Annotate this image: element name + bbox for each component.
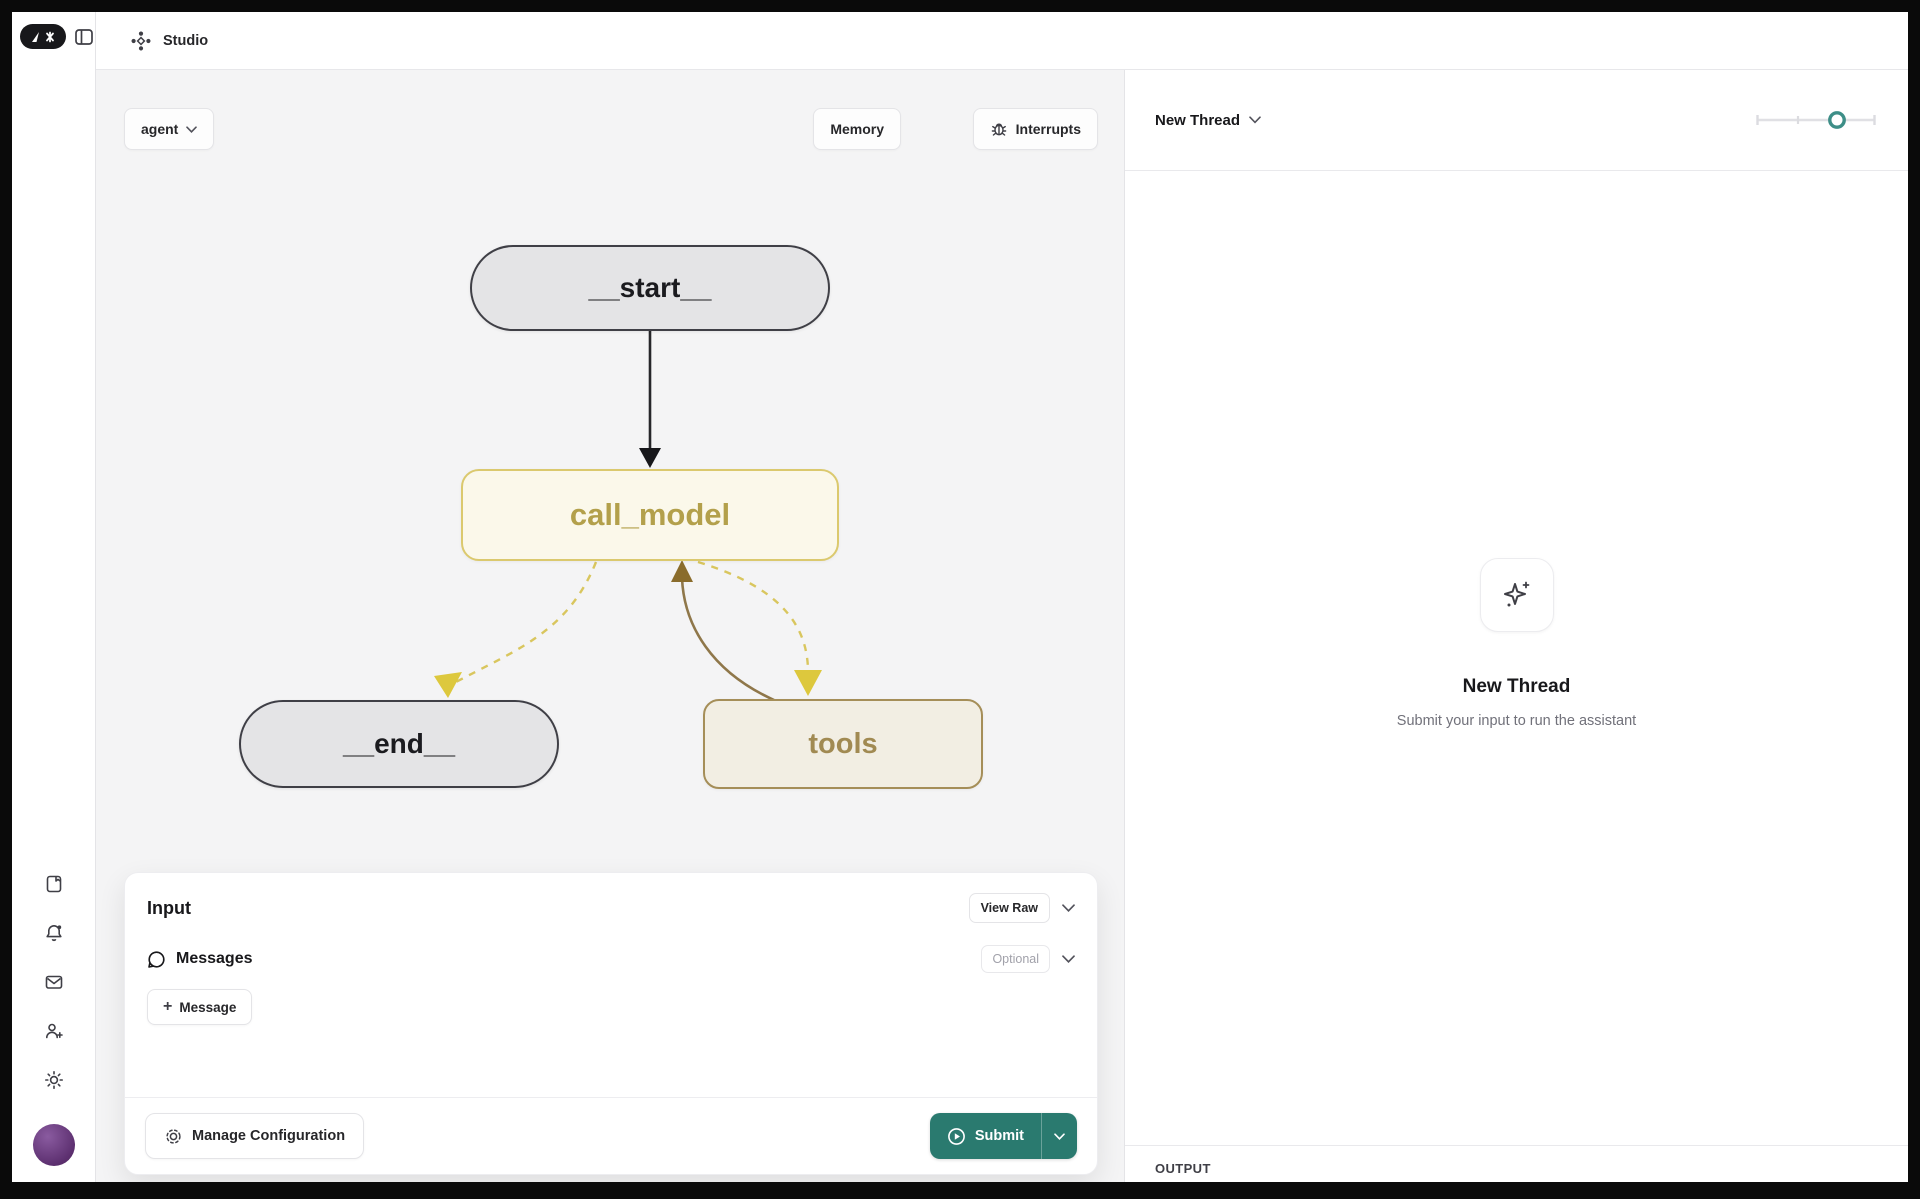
add-message-row: + Message [125,979,1097,1045]
manage-configuration-button[interactable]: Manage Configuration [145,1113,365,1159]
collapse-input-button[interactable] [1062,904,1075,912]
submit-button[interactable]: Submit [929,1113,1041,1159]
top-bar: Studio [96,12,1908,70]
sidebar-toggle-icon[interactable] [73,26,95,48]
page-title: Studio [163,32,209,49]
input-panel: Input View Raw Messages [124,872,1098,1175]
chat-bubble-icon [148,950,165,968]
interrupts-button-label: Interrupts [1015,121,1081,137]
debug-bug-icon [991,123,1006,136]
input-panel-title: Input [147,897,191,918]
messages-field-label: Messages [176,950,253,967]
user-avatar[interactable] [32,1124,75,1166]
output-section: OUTPUT [1125,1145,1908,1182]
empty-state-subtitle: Submit your input to run the assistant [1396,713,1637,729]
graph-selector-label: agent [141,121,179,137]
plus-icon: + [163,998,173,1015]
chevron-down-icon [186,125,198,133]
submit-button-label: Submit [974,1128,1024,1144]
empty-state-title: New Thread [1462,676,1571,697]
messages-field-row: Messages Optional [125,933,1097,979]
edge-callmodel-tools [697,560,810,673]
theme-sun-icon[interactable] [43,1069,65,1091]
app-window: Studio agent Memory [12,12,1908,1182]
logo-glyph [32,31,54,42]
interrupts-button[interactable]: Interrupts [972,108,1098,150]
optional-badge: Optional [981,945,1050,973]
sparkle-card [1479,558,1554,632]
chevron-down-icon [1054,1132,1065,1140]
edge-callmodel-end [455,561,598,684]
graph-node-end[interactable]: __end__ [239,700,559,788]
thread-panel: New Thread New Thread [1124,70,1908,1182]
add-message-label: Message [179,999,237,1015]
output-section-label: OUTPUT [1155,1161,1211,1176]
gear-icon [166,1128,181,1144]
collapse-messages-button[interactable] [1062,955,1075,963]
arrowhead-start-callmodel [639,448,661,468]
graph-selector-dropdown[interactable]: agent [124,108,215,150]
manage-configuration-label: Manage Configuration [192,1128,346,1144]
edge-tools-callmodel [680,577,775,702]
view-raw-button[interactable]: View Raw [968,893,1050,923]
chevron-down-icon [1249,116,1261,124]
chevron-down-icon [1062,955,1075,963]
mail-icon[interactable] [43,971,65,993]
left-icon-rail [12,12,96,1182]
notes-icon[interactable] [43,873,65,895]
graph-node-call-model[interactable]: call_model [461,469,839,561]
graph-node-tools[interactable]: tools [703,699,983,789]
add-message-button[interactable]: + Message [147,989,253,1025]
sparkles-icon [1503,581,1529,607]
invite-user-icon[interactable] [43,1020,65,1042]
graph-canvas[interactable]: agent Memory Interrupts __start__ call_m… [96,70,1124,1182]
chevron-down-icon [1062,904,1075,912]
sidebar-bottom-icons [32,873,75,1166]
memory-button-label: Memory [830,121,884,137]
input-footer: Manage Configuration Submit [125,1097,1097,1174]
graph-node-start[interactable]: __start__ [470,245,830,331]
thread-selector-dropdown[interactable]: New Thread [1155,112,1261,129]
thread-panel-header: New Thread [1125,70,1908,171]
sidebar-top [12,24,95,49]
thread-empty-state: New Thread Submit your input to run the … [1125,558,1908,729]
arrowhead-callmodel-tools [794,670,822,696]
submit-split-button: Submit [929,1113,1077,1159]
submit-options-caret[interactable] [1041,1113,1077,1159]
langsmith-logo[interactable] [20,24,66,49]
slider-handle[interactable] [1828,111,1846,129]
arrowhead-tools-callmodel [671,560,693,582]
notifications-bell-icon[interactable] [43,922,65,944]
thread-selector-label: New Thread [1155,111,1241,129]
studio-graph-icon [131,31,151,50]
input-header: Input View Raw [125,873,1097,933]
play-circle-icon [947,1127,965,1145]
thread-history-slider[interactable] [1754,108,1878,132]
arrowhead-callmodel-end [434,672,462,698]
memory-button[interactable]: Memory [813,108,901,150]
